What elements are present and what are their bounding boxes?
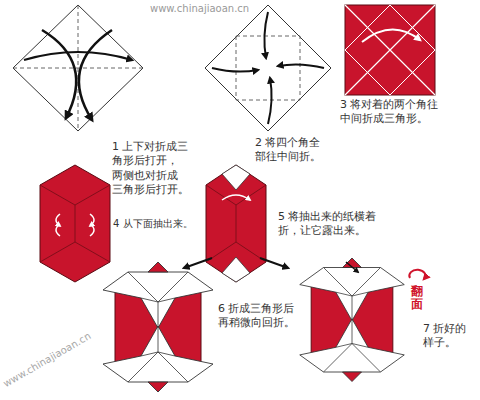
step-caption: 3 将对着的两个角往 中间折成三角形。 <box>340 98 452 127</box>
step-caption: 5 将抽出来的纸横着 折，让它露出来。 <box>278 210 382 239</box>
step-caption: 6 折成三角形后 再稍微向回折。 <box>218 302 306 331</box>
watermark: www.chinajiaoan.cn <box>150 2 249 15</box>
flip-note: 翻面 <box>411 285 423 311</box>
watermark: www.chinajiaoan.cn <box>1 329 93 390</box>
step-caption: 2 将四个角全 部往中间折。 <box>255 136 330 165</box>
step-caption: 4 从下面抽出来。 <box>113 217 193 230</box>
step-caption: 1 上下对折成三 角形后打开， 两侧也对折成 三角形后打开。 <box>112 140 200 197</box>
step-caption: 7 折好的 样子。 <box>423 322 473 351</box>
